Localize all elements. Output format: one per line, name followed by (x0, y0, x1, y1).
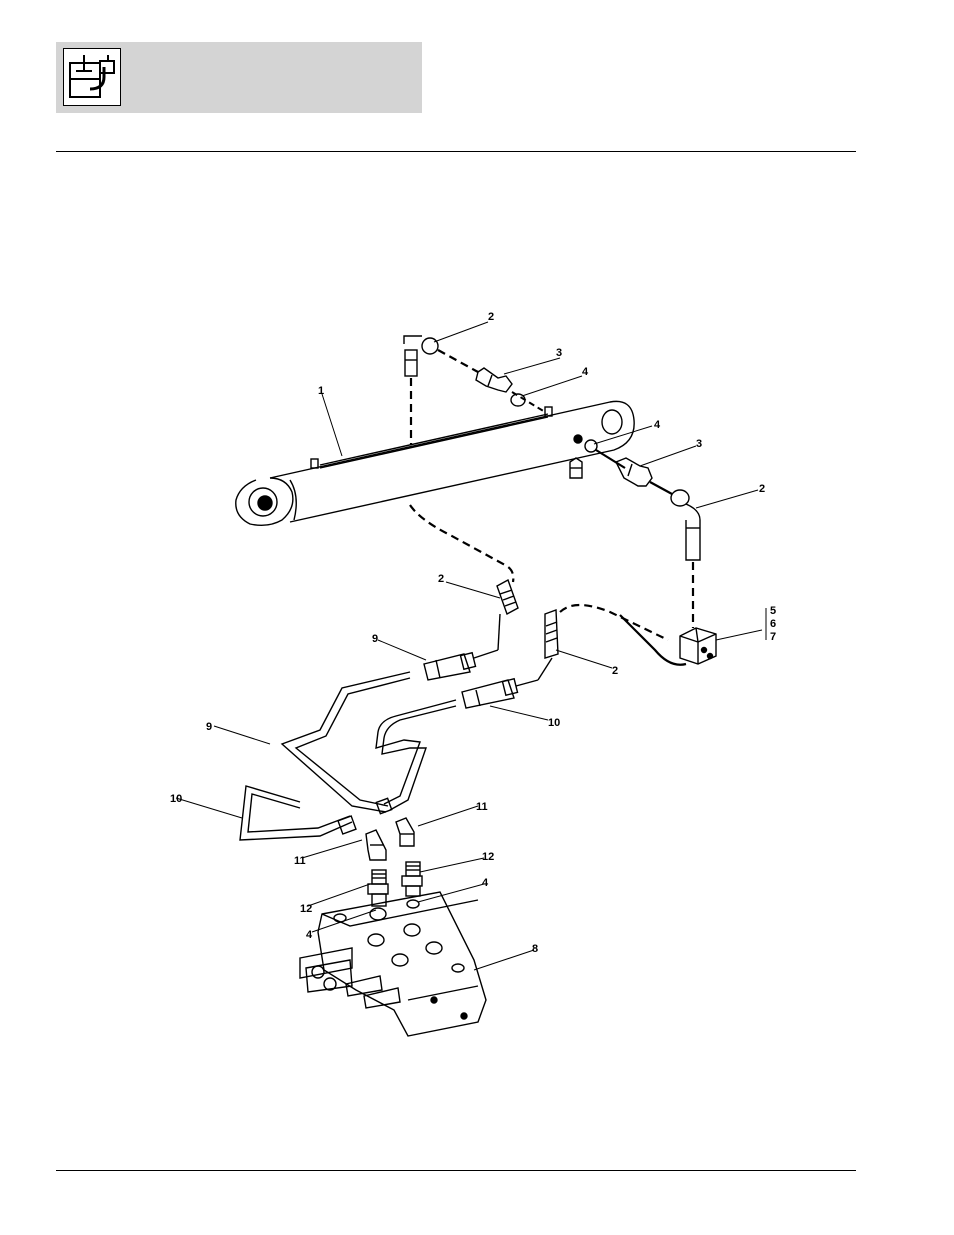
callout-7: 7 (770, 631, 776, 643)
callout-4-right: 4 (654, 419, 661, 431)
lower-left-hose-fitting (497, 580, 518, 614)
elbow-11-right (396, 818, 414, 846)
callout-1: 1 (318, 385, 324, 397)
callout-3-right: 3 (696, 438, 702, 450)
callout-10-lower: 10 (170, 793, 182, 805)
callout-4-lower-left: 4 (306, 929, 313, 941)
callout-6: 6 (770, 618, 776, 630)
tube-10 (240, 679, 518, 840)
callout-10-upper: 10 (548, 717, 560, 729)
elbow-11-left (366, 830, 386, 860)
lower-right-hose-fitting (545, 610, 558, 658)
upper-elbow-fitting (404, 336, 438, 376)
callout-11-left: 11 (294, 855, 306, 867)
callout-11-right: 11 (476, 801, 488, 813)
callout-12-left: 12 (300, 903, 312, 915)
tube-9 (282, 653, 476, 812)
callout-2-lower-right: 2 (612, 665, 618, 677)
callout-9-upper: 9 (372, 633, 378, 645)
callout-3-upper: 3 (556, 347, 562, 359)
callout-12-right: 12 (482, 851, 494, 863)
callout-8: 8 (532, 943, 538, 955)
cylinder-assembly (236, 401, 634, 525)
callout-2-upper: 2 (488, 311, 494, 323)
right-adapter (616, 458, 652, 486)
callout-2-lower-left: 2 (438, 573, 444, 585)
callout-5: 5 (770, 605, 776, 617)
callout-2-right: 2 (759, 483, 765, 495)
callout-4-upper: 4 (582, 366, 589, 378)
mounting-block (680, 628, 716, 664)
upper-adapter (476, 368, 512, 392)
right-elbow-fitting (671, 490, 700, 560)
control-valve (300, 892, 486, 1036)
callout-4-lower-right: 4 (482, 877, 489, 889)
adapter-12-left (368, 870, 388, 906)
callout-9-lower: 9 (206, 721, 212, 733)
adapter-12-right (402, 862, 422, 896)
